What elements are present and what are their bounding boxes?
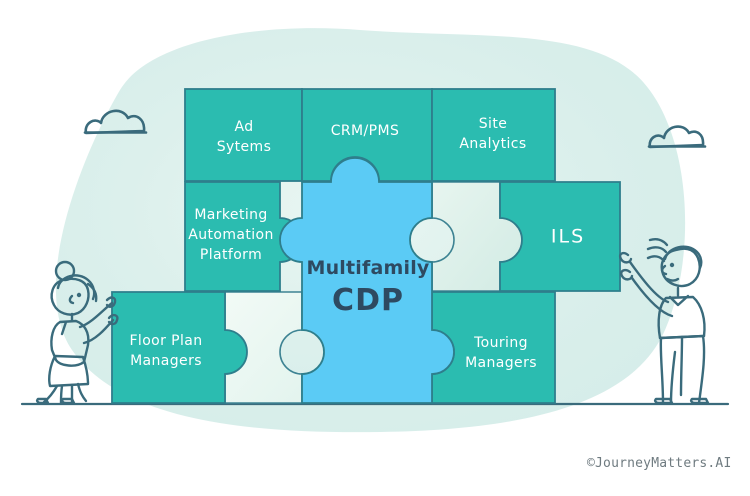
piece-label-ad-systems-line1: Ad — [234, 119, 253, 135]
piece-label-tm-line2: Managers — [465, 355, 537, 371]
piece-label-crm-pms: CRM/PMS — [331, 123, 400, 139]
piece-label-fpm-line2: Managers — [130, 353, 202, 369]
piece-label-map-line3: Platform — [200, 247, 262, 263]
piece-ils[interactable]: ILS — [499, 181, 621, 292]
piece-label-fpm-line1: Floor Plan — [129, 333, 202, 349]
person-right-illustration — [618, 238, 710, 405]
piece-label-ils: ILS — [551, 226, 585, 248]
piece-site-analytics[interactable]: Site Analytics — [431, 88, 556, 182]
piece-label-ad-systems-line2: Sytems — [217, 139, 272, 155]
piece-floor-plan-managers[interactable]: Floor Plan Managers — [111, 291, 248, 404]
cdp-label-line1: Multifamily — [306, 257, 429, 279]
piece-marketing-automation-platform[interactable]: Marketing Automation Platform — [184, 181, 303, 292]
cdp-label-line2: CDP — [332, 283, 404, 318]
piece-label-site-analytics-line1: Site — [479, 116, 507, 132]
piece-label-map-line2: Automation — [188, 227, 274, 243]
cloud-left-icon — [83, 109, 148, 135]
piece-ad-systems[interactable]: Ad Sytems — [184, 88, 303, 182]
piece-label-site-analytics-line2: Analytics — [459, 136, 526, 152]
cloud-right-icon — [647, 125, 707, 149]
piece-label-tm-line1: Touring — [473, 335, 528, 351]
piece-label-map-line1: Marketing — [194, 207, 267, 223]
piece-multifamily-cdp[interactable]: Multifamily CDP — [279, 157, 455, 404]
credit-watermark: ©JourneyMatters.AI — [587, 456, 731, 471]
person-left-illustration — [36, 260, 119, 405]
